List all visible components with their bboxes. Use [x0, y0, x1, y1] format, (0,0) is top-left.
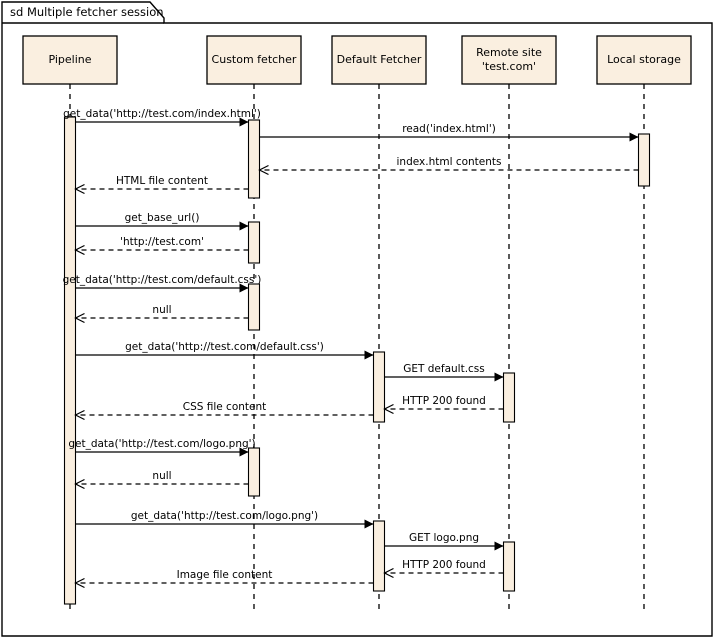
message-5[interactable]: get_base_url() [75, 212, 249, 231]
message-arrowhead-17 [383, 567, 394, 579]
message-label-2: read('index.html') [402, 123, 496, 135]
activation-bar-act-default-1 [372, 351, 386, 423]
lifeline-label-custom_fetcher: Custom fetcher [212, 53, 297, 66]
message-arrowhead-11 [383, 403, 394, 415]
messages-layer: get_data('http://test.com/index.html')re… [63, 108, 639, 589]
message-arrowhead-13 [239, 447, 249, 457]
lifeline-local_storage[interactable]: Local storage [596, 35, 692, 613]
message-arrowhead-1 [239, 117, 249, 127]
message-label-10: GET default.css [403, 363, 485, 375]
message-arrowhead-4 [74, 183, 85, 195]
activation-bar-act-remote-1 [502, 372, 516, 423]
message-1[interactable]: get_data('http://test.com/index.html') [63, 108, 261, 127]
message-15[interactable]: get_data('http://test.com/logo.png') [75, 510, 374, 529]
message-label-8: null [152, 304, 171, 316]
lifeline-box-remote_site[interactable] [461, 35, 557, 85]
message-arrowhead-15 [364, 519, 374, 529]
message-12[interactable]: CSS file content [74, 401, 374, 421]
message-label-17: HTTP 200 found [402, 559, 486, 571]
message-9[interactable]: get_data('http://test.com/default.css') [75, 341, 374, 360]
message-arrowhead-5 [239, 221, 249, 231]
activation-bar-act-remote-2 [502, 541, 516, 592]
message-3[interactable]: index.html contents [258, 156, 639, 176]
message-label-1: get_data('http://test.com/index.html') [63, 108, 261, 120]
lifeline-label-local_storage: Local storage [607, 53, 681, 66]
message-label-15: get_data('http://test.com/logo.png') [131, 510, 318, 522]
activation-bar-act-custom-1 [247, 119, 261, 199]
message-label-16: GET logo.png [409, 532, 479, 544]
message-label-9: get_data('http://test.com/default.css') [125, 341, 324, 353]
activation-bar-act-local-1 [637, 133, 651, 187]
message-10[interactable]: GET default.css [384, 363, 504, 382]
message-label-3: index.html contents [397, 156, 502, 168]
activation-bar-act-default-2 [372, 520, 386, 592]
message-label-14: null [152, 470, 171, 482]
lifeline-box-custom_fetcher[interactable] [206, 35, 302, 85]
lifeline-custom_fetcher[interactable]: Custom fetcher [206, 35, 302, 613]
activations-layer [63, 116, 651, 605]
message-arrowhead-8 [74, 312, 85, 324]
lifeline-label-remote_site: Remote site [476, 46, 542, 59]
message-label-7: get_data('http://test.com/default.css') [63, 274, 262, 286]
message-14[interactable]: null [74, 470, 249, 490]
activation-bar-act-pipeline-main [63, 116, 77, 605]
activation-bar-act-custom-3 [247, 283, 261, 331]
message-label-13: get_data('http://test.com/logo.png') [68, 438, 255, 450]
message-13[interactable]: get_data('http://test.com/logo.png') [68, 438, 256, 457]
message-label-4: HTML file content [116, 175, 208, 187]
message-arrowhead-18 [74, 577, 85, 589]
message-11[interactable]: HTTP 200 found [383, 395, 504, 415]
message-4[interactable]: HTML file content [74, 175, 249, 195]
message-label-18: Image file content [177, 569, 273, 581]
message-arrowhead-6 [74, 244, 85, 256]
message-label-6: 'http://test.com' [120, 236, 204, 248]
message-6[interactable]: 'http://test.com' [74, 236, 249, 256]
message-2[interactable]: read('index.html') [259, 123, 639, 142]
message-label-12: CSS file content [183, 401, 267, 413]
lifeline-box-default_fetcher[interactable] [331, 35, 427, 85]
diagram-title: sd Multiple fetcher session [10, 5, 164, 19]
lifeline-label-default_fetcher: Default Fetcher [337, 53, 422, 66]
message-arrowhead-16 [494, 541, 504, 551]
message-18[interactable]: Image file content [74, 569, 374, 589]
activation-bar-act-custom-2 [247, 221, 261, 264]
message-arrowhead-12 [74, 409, 85, 421]
message-arrowhead-7 [239, 283, 249, 293]
message-arrowhead-10 [494, 372, 504, 382]
lifeline-default_fetcher[interactable]: Default Fetcher [331, 35, 427, 613]
message-arrowhead-3 [258, 164, 269, 176]
message-17[interactable]: HTTP 200 found [383, 559, 504, 579]
message-16[interactable]: GET logo.png [384, 532, 504, 551]
message-label-11: HTTP 200 found [402, 395, 486, 407]
lifeline-remote_site[interactable]: Remote site'test.com' [461, 35, 557, 613]
message-8[interactable]: null [74, 304, 249, 324]
message-arrowhead-14 [74, 478, 85, 490]
message-arrowhead-2 [629, 132, 639, 142]
message-label-5: get_base_url() [125, 212, 200, 224]
lifeline-label2-remote_site: 'test.com' [482, 60, 536, 73]
message-7[interactable]: get_data('http://test.com/default.css') [63, 274, 262, 293]
activation-bar-act-custom-4 [247, 447, 261, 497]
message-arrowhead-9 [364, 350, 374, 360]
lifeline-pipeline[interactable]: Pipeline [22, 35, 118, 613]
lifeline-label-pipeline: Pipeline [48, 53, 91, 66]
lifelines-layer: Pipeline Custom fetcher Default Fetcher Rem… [22, 35, 692, 613]
